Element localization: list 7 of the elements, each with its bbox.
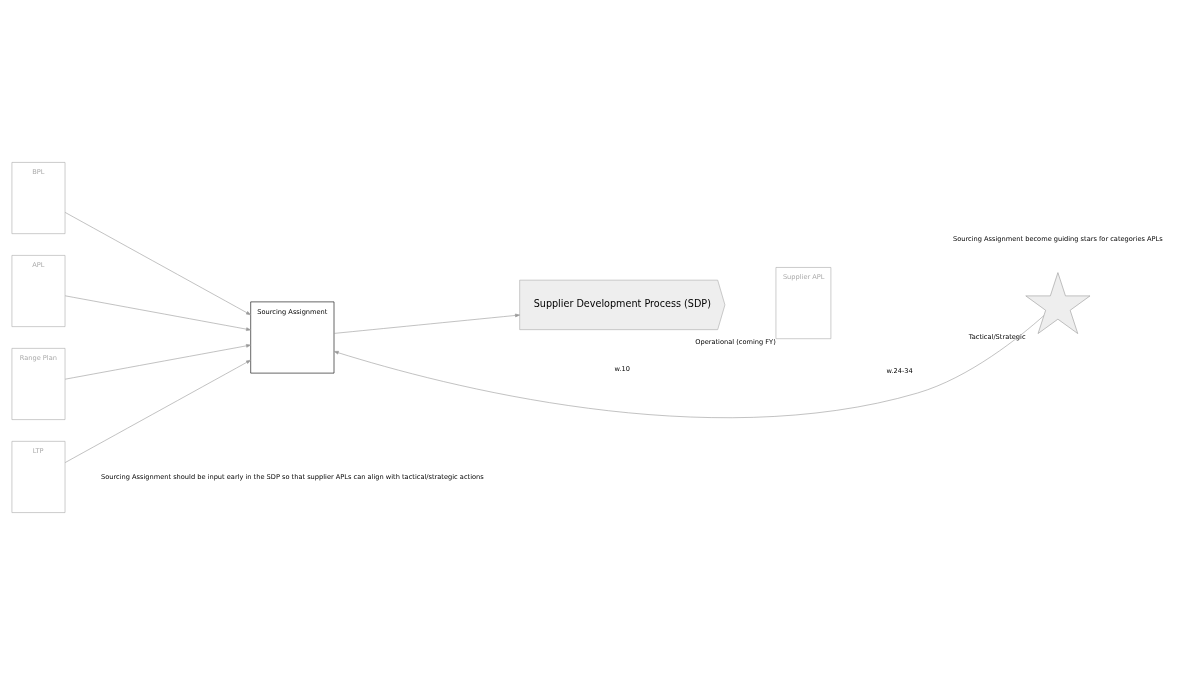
node-star (1025, 272, 1091, 334)
arrow (64, 295, 251, 331)
arrow (64, 212, 251, 316)
arrow (333, 313, 520, 334)
arrow (64, 344, 251, 380)
arrow (333, 315, 1045, 418)
arrow (64, 359, 251, 463)
